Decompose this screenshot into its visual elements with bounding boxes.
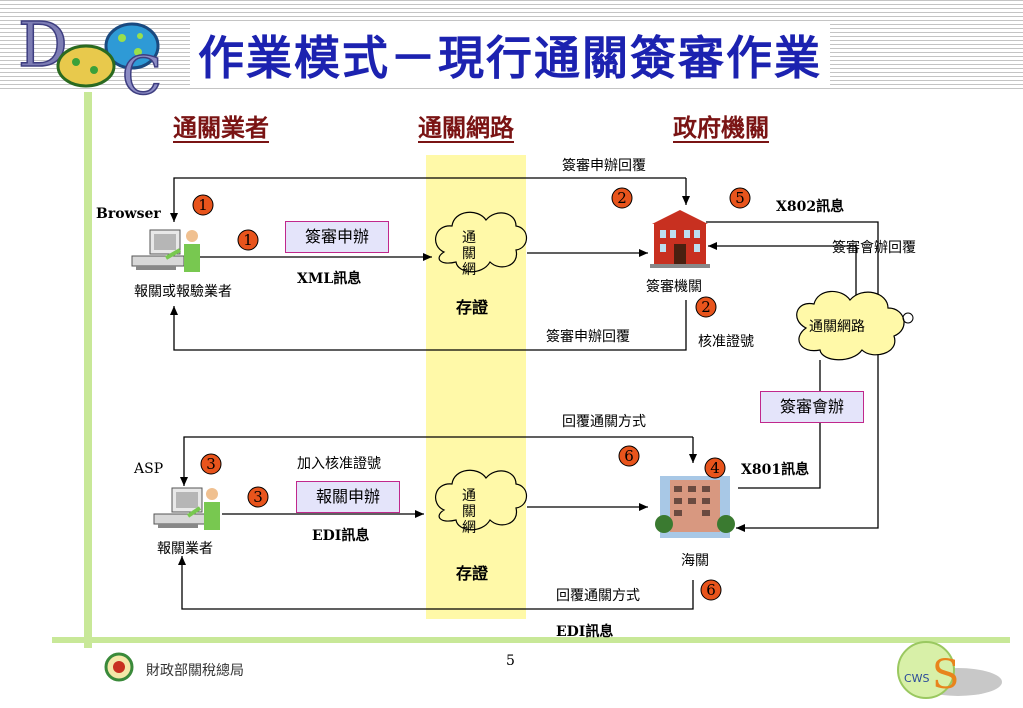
step-badge-2-reply: 2 <box>617 189 627 207</box>
x802-label: X802訊息 <box>776 199 845 215</box>
broker-label: 報關或報驗業者 <box>134 284 232 300</box>
step-badge-3-submit: 3 <box>253 488 263 506</box>
cloud-top-text: 通關網 <box>462 230 476 278</box>
page-number: 5 <box>506 653 515 669</box>
pin-icon <box>902 312 914 324</box>
step-badge-6-bottom: 6 <box>706 581 716 599</box>
arrow-customs-reply <box>180 436 693 486</box>
customs-label: 海關 <box>681 553 709 569</box>
workstation-icon-top <box>131 229 200 272</box>
reply-mid-label: 簽審申辦回覆 <box>546 329 630 345</box>
approval-no-label: 核准證號 <box>698 334 754 350</box>
arrow-reply-mid <box>170 300 687 351</box>
arrow-customs-reply-bottom <box>178 556 694 610</box>
svg-text:CWS: CWS <box>904 672 930 685</box>
edi-msg-label: EDI訊息 <box>312 528 370 544</box>
arrow-x802 <box>706 221 879 532</box>
footer-org: 財政部關稅總局 <box>146 663 244 679</box>
customs-reply-label: 回覆通關方式 <box>562 414 646 430</box>
step-badge-4: 4 <box>710 459 720 477</box>
cloud-top <box>435 211 528 273</box>
customs-seal-logo <box>104 652 134 682</box>
column-heading-network: 通關網路 <box>418 114 514 142</box>
workstation-icon-bottom <box>153 487 220 530</box>
x801-label: X801訊息 <box>741 462 810 478</box>
cloud-bottom <box>435 469 528 531</box>
cloud-right-label: 通關網路 <box>809 319 865 335</box>
step-badge-5: 5 <box>735 189 745 207</box>
column-heading-brokers: 通關業者 <box>173 114 269 142</box>
customs-broker-label: 報關業者 <box>157 541 213 557</box>
cloud-bottom-text: 通關網 <box>462 488 476 536</box>
dgoc-logo: D C <box>17 7 162 98</box>
edi-msg-bottom-label: EDI訊息 <box>556 624 614 640</box>
joint-reply-label: 簽審會辦回覆 <box>832 240 916 256</box>
step-badge-2-approval: 2 <box>701 298 711 316</box>
step-badge-3-asp: 3 <box>206 455 216 473</box>
joint-apply-box: 簽審會辦 <box>760 391 864 423</box>
cws-logo: S CWS <box>897 641 1002 699</box>
add-approval-label: 加入核准證號 <box>297 456 381 472</box>
arrow-reply-top <box>170 177 686 222</box>
cloud-top-store: 存證 <box>456 298 489 317</box>
agency-label: 簽審機關 <box>646 279 702 295</box>
step-badge-1-submit: 1 <box>243 231 253 249</box>
cloud-bottom-store: 存證 <box>456 564 489 583</box>
page-title: 作業模式－現行通關簽審作業 <box>190 22 830 88</box>
browser-label: Browser <box>96 206 161 222</box>
asp-label: ASP <box>134 461 164 477</box>
reply-top-label: 簽審申辦回覆 <box>562 158 646 174</box>
svg-text:C: C <box>122 47 162 98</box>
step-badge-6-reply: 6 <box>624 447 634 465</box>
customs-reply-bottom-label: 回覆通關方式 <box>556 588 640 604</box>
customs-building-image <box>655 476 735 538</box>
sign-apply-box: 簽審申辦 <box>285 221 389 253</box>
svg-text:S: S <box>932 652 959 698</box>
xml-msg-label: XML訊息 <box>297 271 362 287</box>
step-badge-1-browser: 1 <box>198 196 208 214</box>
declare-box: 報關申辦 <box>296 481 400 513</box>
column-heading-government: 政府機關 <box>673 114 769 142</box>
government-building-icon <box>650 210 710 268</box>
